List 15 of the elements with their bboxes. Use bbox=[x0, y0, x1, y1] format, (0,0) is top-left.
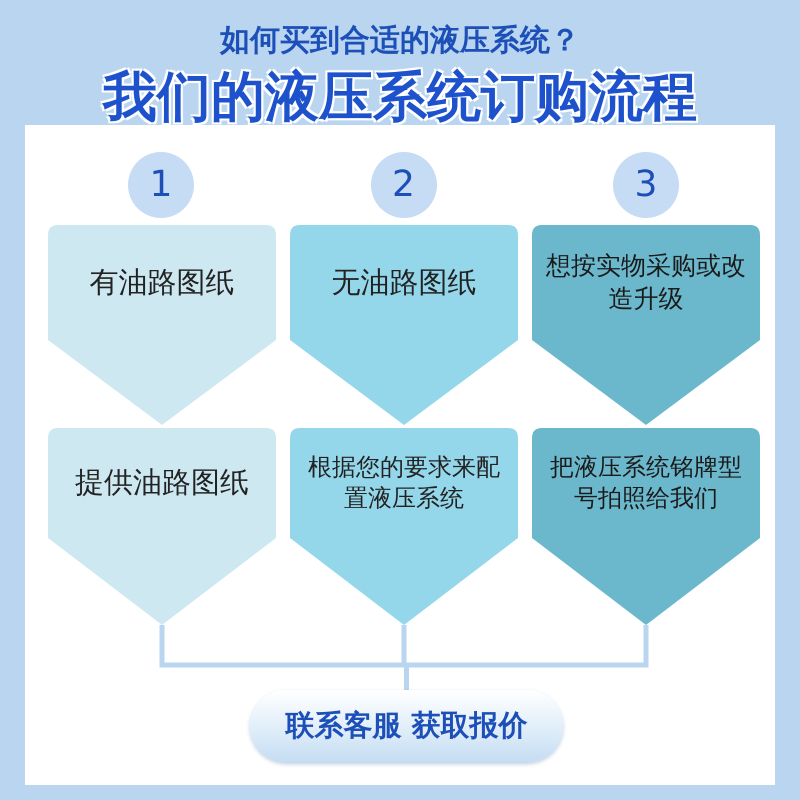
title: 我们的液压系统订购流程 bbox=[101, 64, 698, 130]
step-text: 提供油路图纸 bbox=[75, 464, 249, 502]
step-text: 想按实物采购或改造升级 bbox=[545, 250, 747, 314]
down-arrow-card bbox=[532, 225, 760, 425]
down-arrow-card bbox=[532, 428, 760, 625]
step-text: 无油路图纸 bbox=[332, 264, 476, 301]
down-arrow-card bbox=[48, 225, 276, 425]
subtitle: 如何买到合适的液压系统？ bbox=[218, 22, 581, 60]
down-arrow-card bbox=[290, 225, 518, 425]
step-text: 把液压系统铭牌型号拍照给我们 bbox=[549, 452, 743, 514]
down-arrow-card bbox=[48, 428, 276, 625]
step-text: 有油路图纸 bbox=[90, 264, 234, 301]
down-arrow-card bbox=[290, 428, 518, 625]
step-text: 根据您的要求来配置液压系统 bbox=[307, 452, 501, 514]
contact-button: 联系客服 获取报价 bbox=[250, 690, 563, 762]
